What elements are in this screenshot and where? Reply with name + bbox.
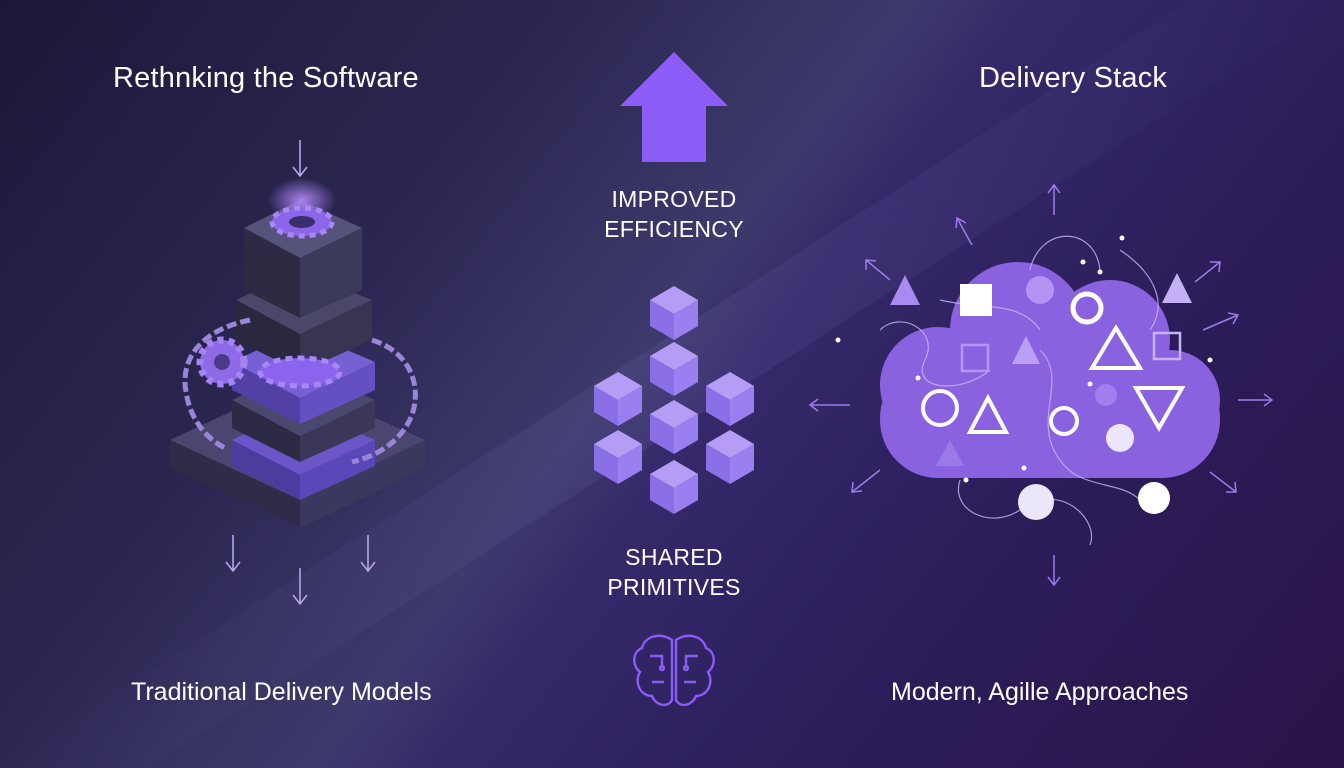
gear-icon — [257, 355, 343, 389]
chain-icon — [182, 317, 418, 465]
right-title: Delivery Stack — [979, 62, 1168, 94]
cube-icon — [730, 444, 754, 484]
radiating-arrows — [808, 183, 1274, 587]
cube-icon — [674, 474, 698, 514]
right-caption: Modern, Agille Approaches — [891, 678, 1189, 706]
primitives-label-line2: PRIMITIVES — [607, 574, 741, 600]
efficiency-label: IMPROVED EFFICIENCY — [574, 184, 774, 244]
cube-icon — [674, 356, 698, 396]
left-caption: Traditional Delivery Models — [131, 678, 432, 706]
cube-icon — [730, 386, 754, 426]
efficiency-label-line2: EFFICIENCY — [604, 216, 744, 242]
cube-icon — [706, 386, 730, 426]
primitives-label: SHARED PRIMITIVES — [574, 542, 774, 602]
primitives-label-line1: SHARED — [625, 544, 723, 570]
up-arrow-icon — [620, 52, 728, 162]
cube-icon — [650, 356, 674, 396]
down-arrow-icon — [225, 140, 376, 606]
brain-icon — [633, 634, 715, 707]
cube-icon — [674, 414, 698, 454]
cube-icon — [650, 414, 674, 454]
left-title: Rethnking the Software — [113, 62, 419, 94]
gear-icon — [269, 205, 335, 239]
cube-icon — [594, 386, 618, 426]
shape-cluster — [835, 235, 1213, 520]
cube-icon — [618, 386, 642, 426]
cube-grid — [594, 286, 754, 514]
cube-icon — [674, 300, 698, 340]
gear-icon — [196, 336, 248, 388]
efficiency-label-line1: IMPROVED — [611, 186, 737, 212]
cube-icon — [594, 444, 618, 484]
cube-icon — [650, 300, 674, 340]
cube-icon — [706, 444, 730, 484]
cube-icon — [650, 474, 674, 514]
cube-icon — [618, 444, 642, 484]
